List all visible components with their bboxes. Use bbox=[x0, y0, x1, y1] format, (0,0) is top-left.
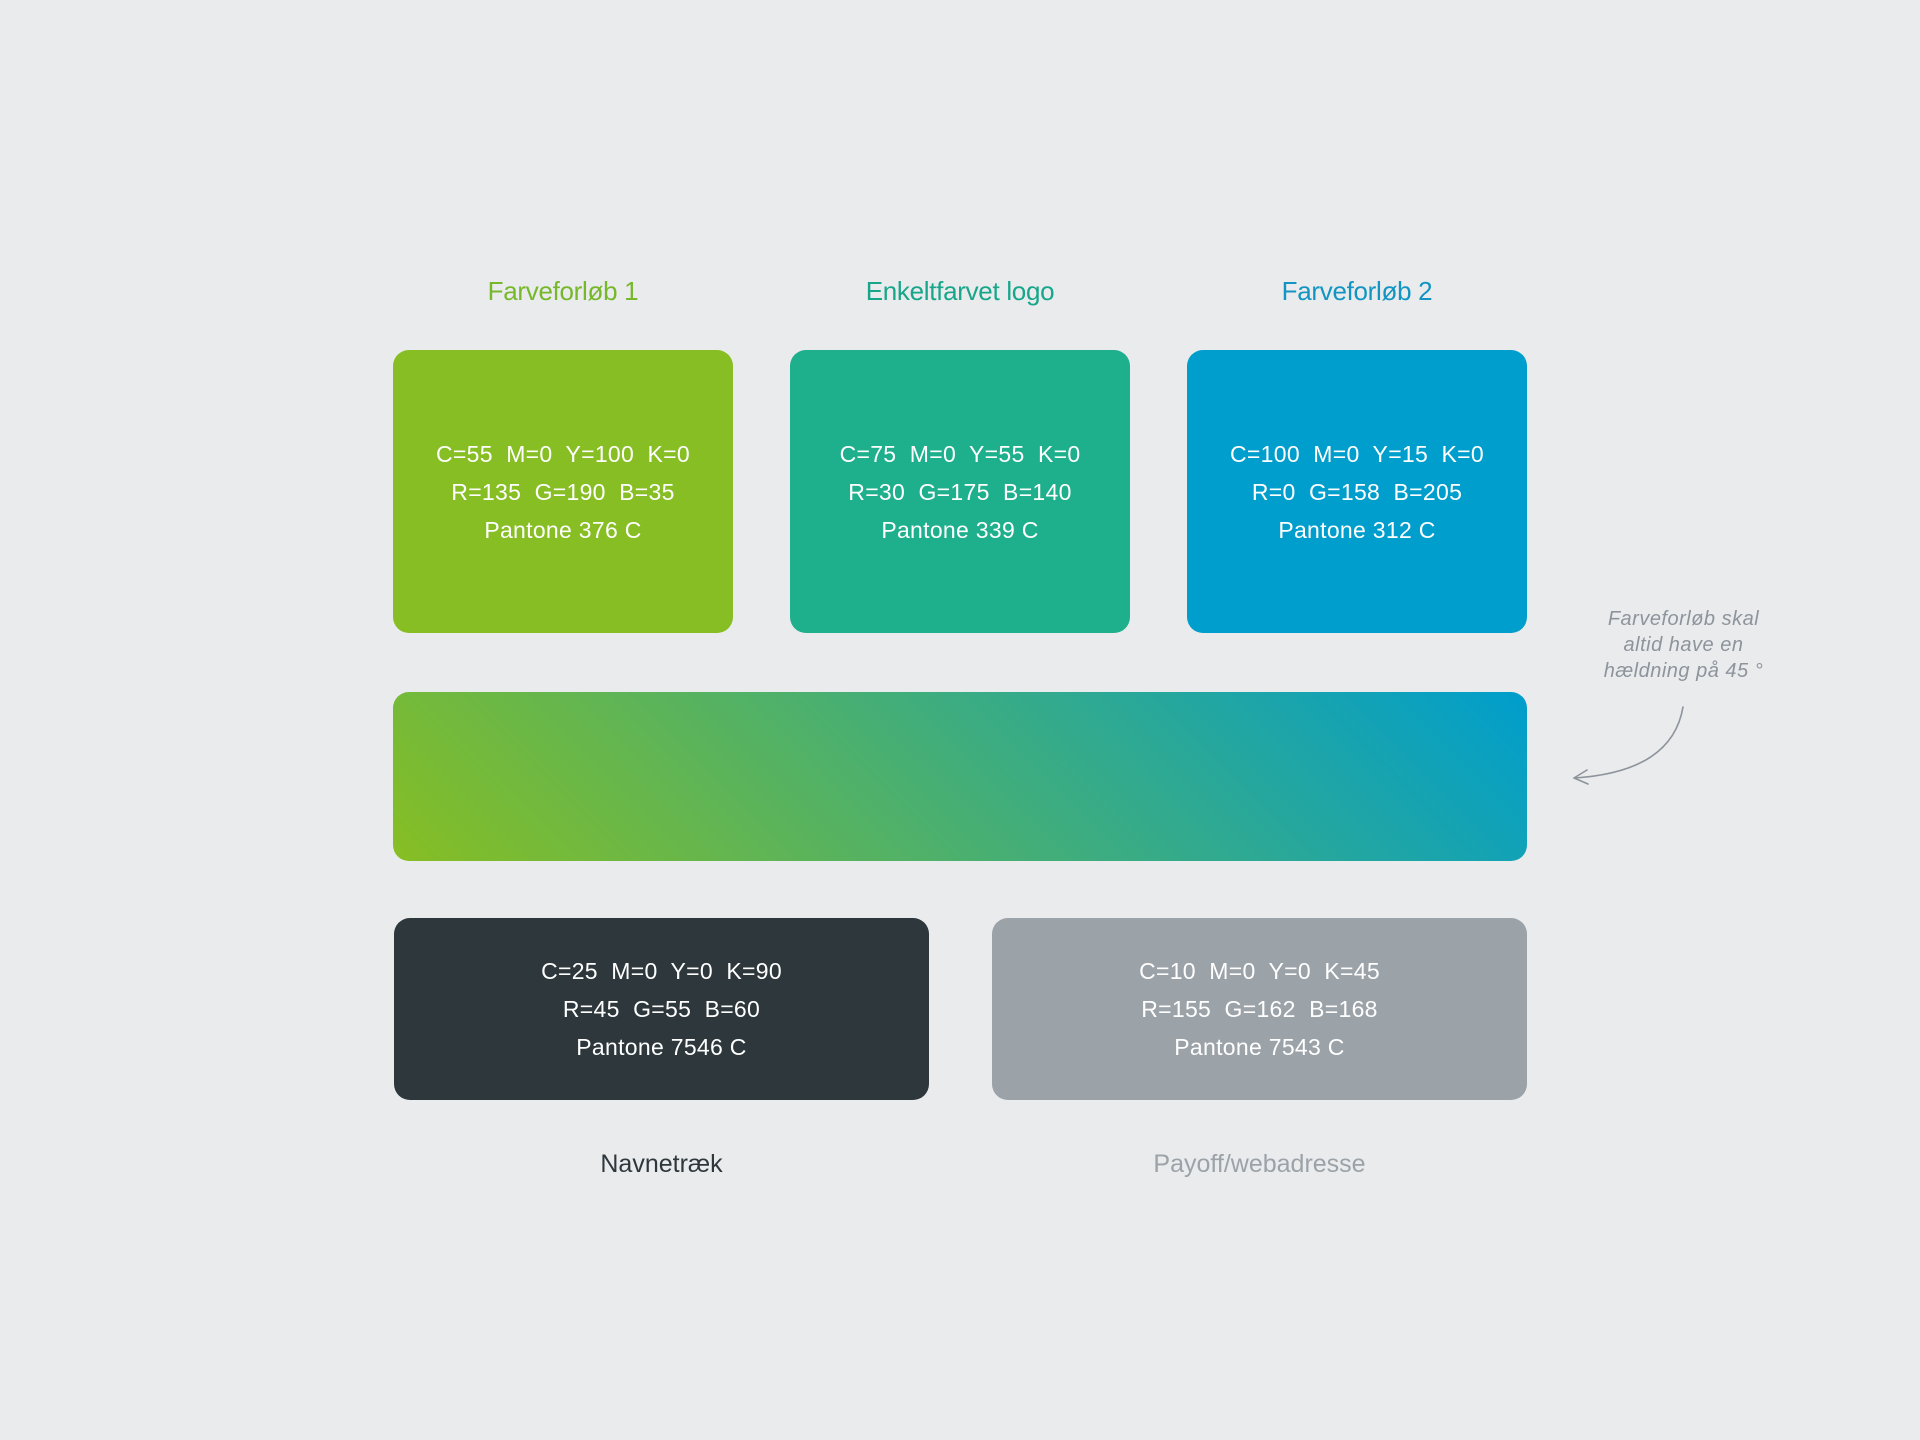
swatch-pantone-value: Pantone 312 C bbox=[1278, 516, 1436, 543]
swatch-pantone-value: Pantone 7543 C bbox=[1174, 1034, 1345, 1060]
annotation-line: altid have en bbox=[1623, 634, 1744, 656]
swatch-card-blue: C=100 M=0 Y=15 K=0 R=0 G=158 B=205 Panto… bbox=[1187, 350, 1527, 633]
swatch-card-dark: C=25 M=0 Y=0 K=90 R=45 G=55 B=60 Pantone… bbox=[394, 918, 929, 1100]
curved-arrow-icon bbox=[1573, 706, 1684, 785]
swatch-rgb-value: R=0 G=158 B=205 bbox=[1251, 478, 1463, 505]
swatch-card-teal: C=75 M=0 Y=55 K=0 R=30 G=175 B=140 Panto… bbox=[790, 350, 1130, 633]
gradient-annotation-note: Farveforløb skal altid have en hældning … bbox=[1556, 606, 1811, 684]
annotation-line: hældning på 45 ° bbox=[1603, 660, 1764, 682]
swatch-rgb-value: R=155 G=162 B=168 bbox=[1141, 996, 1378, 1022]
swatch-cmyk-value: C=75 M=0 Y=55 K=0 bbox=[839, 440, 1081, 467]
swatch-pantone-value: Pantone 339 C bbox=[881, 516, 1039, 543]
swatch-pantone-value: Pantone 376 C bbox=[484, 516, 642, 543]
swatch-card-green: C=55 M=0 Y=100 K=0 R=135 G=190 B=35 Pant… bbox=[393, 350, 733, 633]
heading-farveforloeb-1: Farveforløb 1 bbox=[487, 276, 639, 306]
heading-farveforloeb-2: Farveforløb 2 bbox=[1281, 276, 1433, 306]
swatch-rgb-value: R=30 G=175 B=140 bbox=[848, 478, 1072, 505]
swatch-rgb-value: R=45 G=55 B=60 bbox=[562, 996, 761, 1022]
gradient-bar bbox=[393, 692, 1527, 861]
heading-enkeltfarvet-logo: Enkeltfarvet logo bbox=[865, 276, 1055, 306]
swatch-cmyk-value: C=100 M=0 Y=15 K=0 bbox=[1230, 440, 1484, 467]
swatch-pantone-value: Pantone 7546 C bbox=[576, 1034, 747, 1060]
label-payoff-webadresse: Payoff/webadresse bbox=[1153, 1150, 1366, 1178]
swatch-cmyk-value: C=10 M=0 Y=0 K=45 bbox=[1139, 958, 1380, 984]
swatch-cmyk-value: C=25 M=0 Y=0 K=90 bbox=[541, 958, 782, 984]
label-navnetraek: Navnetræk bbox=[600, 1150, 723, 1178]
annotation-line: Farveforløb skal bbox=[1607, 608, 1760, 630]
swatch-rgb-value: R=135 G=190 B=35 bbox=[451, 478, 675, 505]
swatch-cmyk-value: C=55 M=0 Y=100 K=0 bbox=[436, 440, 690, 467]
swatch-card-gray: C=10 M=0 Y=0 K=45 R=155 G=162 B=168 Pant… bbox=[992, 918, 1527, 1100]
